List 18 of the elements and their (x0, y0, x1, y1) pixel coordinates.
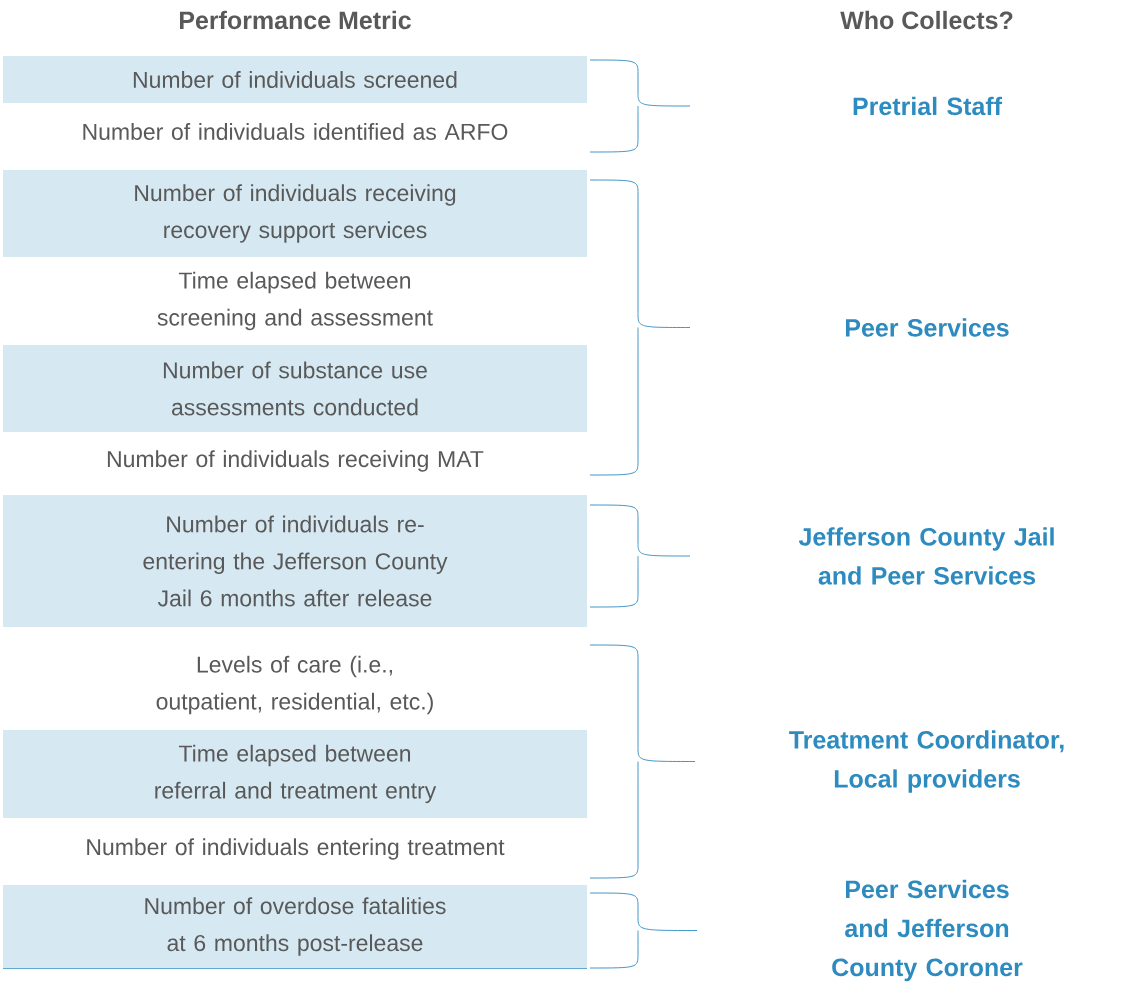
metric-row: Levels of care (i.e., outpatient, residential, etc.) (156, 655, 433, 715)
metric-row: Number of individuals receiving recovery support services (3, 170, 587, 257)
metric-row: Number of substance use assessments conducted (3, 345, 587, 432)
metric-row: Time elapsed between referral and treatment entry (3, 730, 587, 818)
collector-label: Pretrial Staff (853, 96, 1003, 116)
collector-label: Peer Services and Jefferson County Coroner (832, 879, 1023, 982)
metric-row: Number of individuals identified as ARFO (83, 123, 508, 140)
metric-row: Number of individuals screened (3, 56, 587, 103)
metric-row: Number of individuals receiving MAT (107, 450, 484, 472)
collector-label: Jefferson County Jail and Peer Services (798, 527, 1054, 585)
metric-row: Number of individuals entering treatment (87, 838, 505, 860)
column-header: Who Collects? (840, 10, 1013, 30)
collector-label: Treatment Coordinator, Local providers (789, 730, 1064, 793)
metric-row: Number of individuals re-entering the Jefferson County Jail 6 months after release (3, 495, 587, 627)
collector-label: Peer Services (846, 318, 1009, 337)
metric-row: Number of overdose fatalities at 6 months post-release (3, 885, 587, 968)
column-header: Performance Metric (179, 10, 411, 30)
metric-row: Time elapsed between screening and assessment (157, 271, 433, 331)
